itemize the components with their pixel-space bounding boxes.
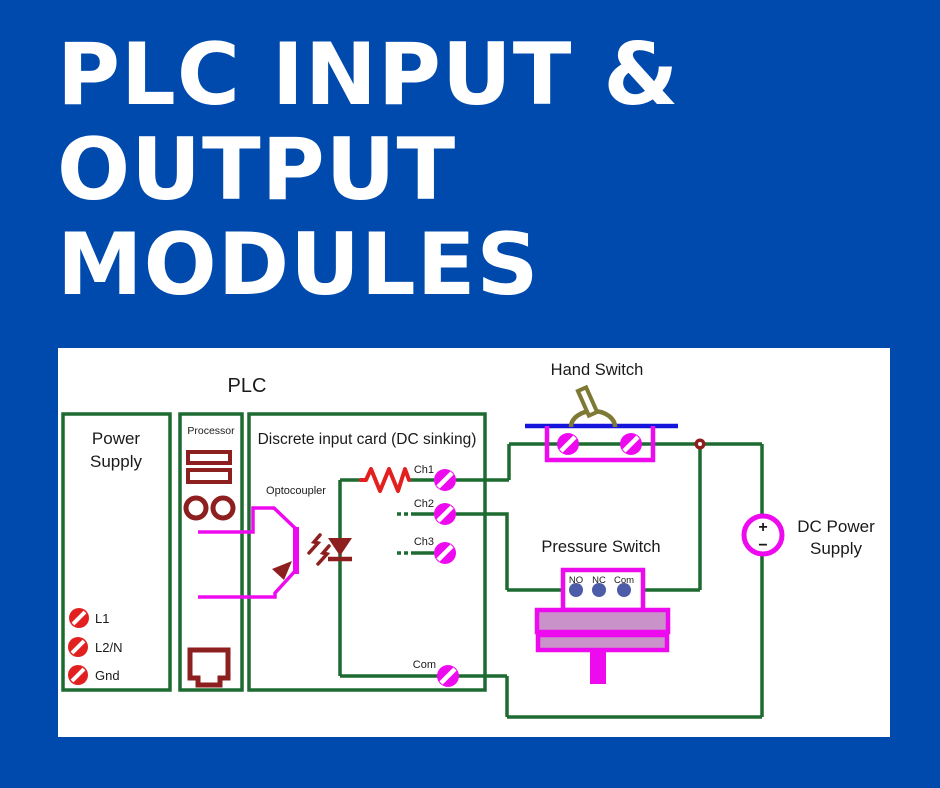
circuit-wires (338, 442, 764, 719)
ch1-label: Ch1 (414, 464, 434, 476)
hand-switch-terminal-left-icon (557, 433, 579, 455)
l2n-label: L2/N (95, 640, 122, 655)
dc-supply-label-line2: Supply (810, 539, 862, 558)
processor-box (178, 412, 244, 692)
resistor (359, 467, 411, 493)
title-line-2: OUTPUT (57, 120, 457, 220)
led-triangle (328, 538, 352, 556)
processor-label: Processor (187, 425, 235, 437)
power-supply-label-line2: Supply (90, 452, 142, 471)
pressure-terminal-nc-icon (592, 583, 606, 597)
dc-supply-minus: − (758, 537, 767, 554)
pressure-switch (534, 567, 671, 684)
hand-switch-bracket (544, 426, 656, 463)
processor-connector-icon (187, 647, 231, 688)
processor-port-icon-1 (183, 495, 209, 521)
pressure-switch-label: Pressure Switch (541, 538, 660, 556)
ch3-terminal-icon (434, 542, 456, 564)
processor-port-icon-2 (210, 495, 236, 521)
hand-switch-lever-icon (575, 384, 600, 419)
ch2-label: Ch2 (414, 498, 434, 510)
com-label: Com (413, 659, 436, 671)
light-ray-2 (316, 544, 331, 566)
power-supply-box (61, 412, 172, 692)
pressure-switch-stem (590, 650, 606, 684)
power-supply-label-line1: Power (92, 429, 141, 448)
ch2-terminal-icon (434, 503, 456, 525)
junction-dot-icon (694, 438, 706, 450)
input-card-label: Discrete input card (DC sinking) (258, 431, 477, 448)
hand-switch-terminal-right-icon (620, 433, 642, 455)
page-title: PLC INPUT & OUTPUT MODULES (57, 28, 917, 313)
dc-power-supply-symbol: + − (741, 513, 785, 557)
pressure-terminal-no-icon (569, 583, 583, 597)
light-rays-icon (307, 533, 331, 566)
channel-terminals (434, 469, 459, 687)
terminal-l2n-icon (68, 637, 88, 657)
circuit-diagram: + − PLC Power Supply Processor Discrete … (61, 361, 875, 719)
ch3-label: Ch3 (414, 536, 434, 548)
pressure-terminal-com-icon (617, 583, 631, 597)
ch1-terminal-icon (434, 469, 456, 491)
led (328, 538, 352, 562)
processor-slot-icon-2 (186, 468, 232, 484)
wire-ch2-down (456, 512, 509, 590)
transistor-emitter (198, 568, 298, 599)
pressure-switch-body-bottom (535, 632, 670, 653)
dc-supply-plus: + (758, 519, 767, 536)
title-line-1: PLC INPUT & (57, 25, 680, 125)
gnd-label: Gnd (95, 668, 120, 683)
pressure-nc-label: NC (592, 575, 606, 586)
dc-supply-circle-icon (741, 513, 785, 557)
l1-label: L1 (95, 611, 109, 626)
input-card-box (247, 412, 487, 692)
hand-switch (525, 384, 678, 463)
terminal-l1-icon (69, 608, 89, 628)
processor-icons (183, 450, 236, 688)
transistor-collector (198, 506, 298, 534)
com-terminal-icon (437, 665, 459, 687)
terminal-gnd-icon (68, 665, 88, 685)
diagram-panel: + − PLC Power Supply Processor Discrete … (58, 348, 890, 737)
light-ray-1 (307, 533, 322, 555)
transistor-arrow-icon (272, 561, 292, 580)
optocoupler-label: Optocoupler (266, 485, 326, 497)
dc-supply-label-line1: DC Power (797, 517, 875, 536)
title-line-3: MODULES (57, 215, 540, 315)
phototransistor (198, 506, 299, 599)
hand-switch-label: Hand Switch (551, 361, 644, 379)
pressure-no-label: NO (569, 575, 583, 586)
pressure-switch-body-top (534, 607, 671, 635)
pressure-com-label: Com (614, 575, 634, 586)
processor-slot-icon-1 (186, 450, 232, 465)
plc-label: PLC (228, 375, 267, 397)
power-terminals (68, 608, 89, 685)
